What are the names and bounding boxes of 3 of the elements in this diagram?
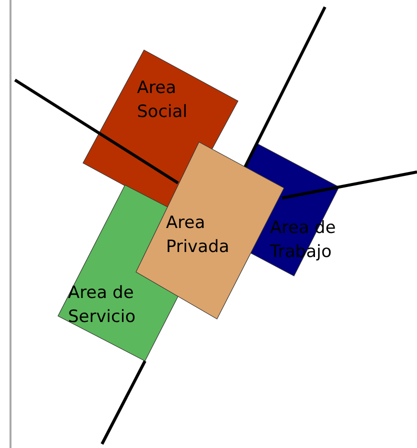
area-label: Area Social xyxy=(137,77,188,124)
area-label: Area Privada xyxy=(166,212,230,259)
area-label: Area de Servicio xyxy=(68,282,136,329)
